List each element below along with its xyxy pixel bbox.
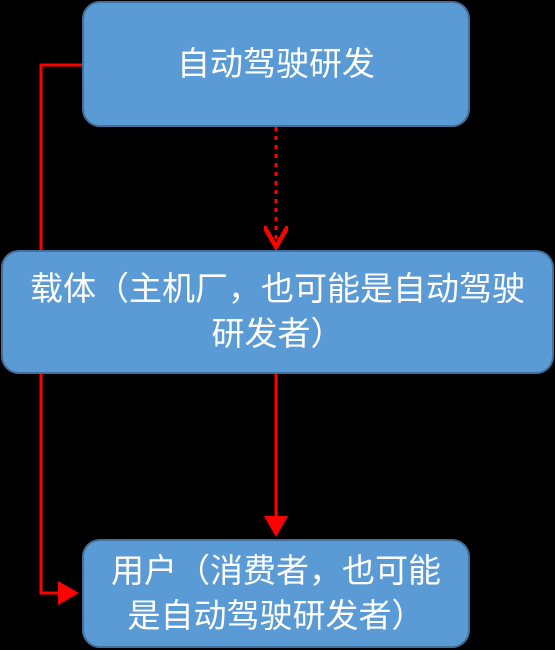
connector-top-to-mid-left bbox=[39, 63, 82, 252]
node-user: 用户（消费者，也可能是自动驾驶研发者） bbox=[82, 539, 470, 648]
node-carrier: 载体（主机厂，也可能是自动驾驶研发者） bbox=[1, 250, 554, 374]
node-bottom-label: 用户（消费者，也可能是自动驾驶研发者） bbox=[111, 550, 441, 635]
connector-mid-to-bottom-left bbox=[39, 374, 79, 605]
node-mid-label: 载体（主机厂，也可能是自动驾驶研发者） bbox=[30, 269, 525, 353]
node-top-label: 自动驾驶研发 bbox=[177, 43, 375, 83]
node-autonomous-driving-rnd: 自动驾驶研发 bbox=[82, 1, 470, 127]
